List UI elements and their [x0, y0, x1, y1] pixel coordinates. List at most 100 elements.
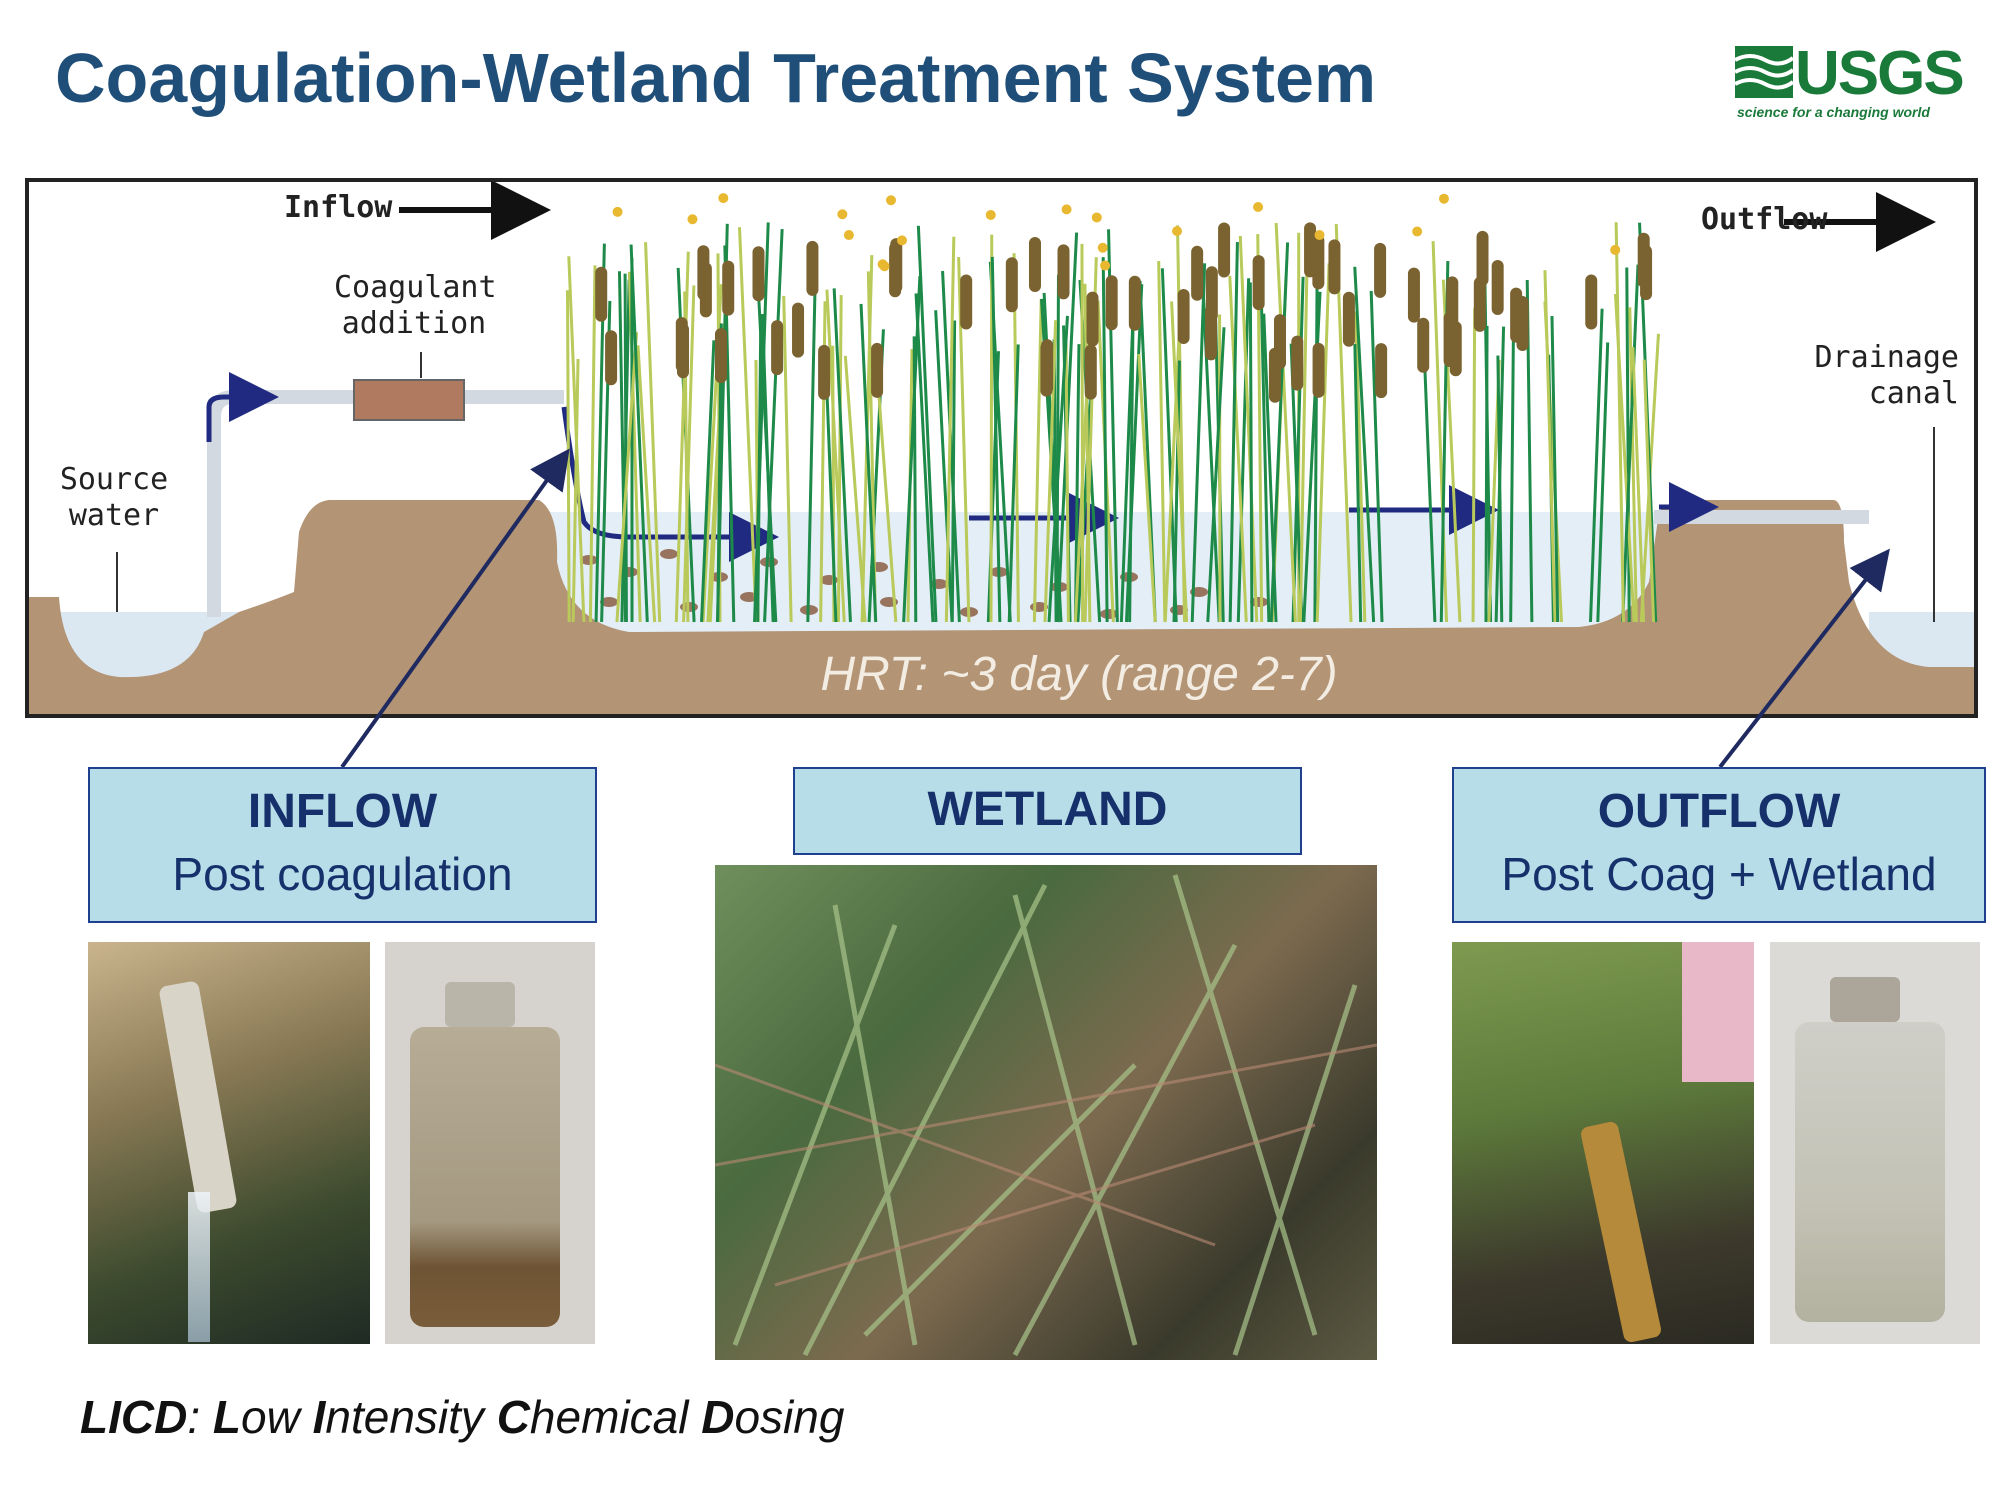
reed-stem — [1259, 273, 1271, 623]
reed-stem — [1101, 257, 1109, 623]
reed-stem — [1625, 267, 1631, 623]
cattail-head — [752, 246, 765, 302]
reed-stem — [1291, 276, 1305, 623]
reed-stem — [1353, 344, 1363, 623]
reed-flower — [1061, 204, 1072, 215]
cattail-head — [1252, 255, 1265, 311]
reed-stem — [950, 320, 957, 623]
reed-stem — [1228, 275, 1248, 623]
reed-stem — [1007, 344, 1020, 623]
cattail-head — [1417, 317, 1430, 373]
reed-stem — [623, 273, 628, 623]
wetland-box: WETLAND — [793, 767, 1302, 855]
cattail-head — [1005, 257, 1018, 313]
outflow-box: OUTFLOW Post Coag + Wetland — [1452, 767, 1986, 923]
reed-stem — [588, 265, 597, 623]
cattail-head — [1028, 236, 1041, 292]
reed-stem — [1596, 342, 1610, 623]
logo-wordmark: USGS — [1795, 39, 1965, 108]
reed-stem — [1157, 261, 1167, 623]
usgs-wave-icon — [1734, 46, 1795, 98]
cattail-head — [1086, 291, 1099, 347]
inflow-subheading: Post coagulation — [172, 848, 513, 900]
coagulant-hopper — [353, 379, 465, 421]
outflow-sample-bottle-photo — [1770, 942, 1980, 1344]
reed-flower — [1172, 226, 1183, 237]
reed-stem — [1353, 266, 1376, 623]
cattail-head — [676, 323, 689, 379]
reed-flower — [687, 214, 698, 225]
cattail-head — [722, 260, 735, 316]
reed-stem — [914, 293, 935, 623]
reed-stem — [944, 236, 956, 623]
cattail-head — [1273, 314, 1286, 370]
reed-flower — [718, 193, 729, 204]
reed-stem — [1248, 282, 1254, 623]
reed-stem — [644, 242, 662, 623]
reed-stem — [825, 289, 846, 623]
reed-flower — [837, 209, 848, 220]
reed-stem — [843, 355, 867, 623]
reed-flower — [1100, 260, 1111, 271]
reed-stem — [700, 340, 716, 623]
inflow-label: Inflow — [284, 190, 393, 225]
cattail-head — [1040, 341, 1053, 397]
cattail-head — [595, 266, 608, 322]
reed-stem — [989, 234, 994, 623]
cattail-head — [871, 342, 884, 398]
reed-stem — [1238, 235, 1259, 623]
wetland-grass-pattern — [715, 874, 1377, 1357]
reed-stem — [629, 244, 649, 623]
inflow-box: INFLOW Post coagulation — [88, 767, 597, 923]
cattail-head — [806, 240, 819, 296]
reed-stem — [1313, 244, 1319, 623]
cattail-head — [1291, 335, 1304, 391]
reed-stem — [682, 285, 696, 623]
reed-stem — [934, 310, 954, 623]
reed-flower — [1412, 226, 1423, 237]
hrt-label: HRT: ~3 day (range 2-7) — [820, 648, 1338, 701]
reed-flower — [1610, 244, 1621, 255]
reed-stem — [990, 256, 1002, 623]
reed-stem — [1621, 264, 1640, 623]
outflow-pipe-photo — [1452, 942, 1754, 1344]
reed-stem — [1236, 278, 1251, 623]
reed-stem — [1369, 290, 1384, 623]
cattail-head — [960, 274, 973, 330]
wetland-heading: WETLAND — [927, 783, 1168, 836]
reed-flower — [879, 261, 890, 272]
reed-stem — [1471, 307, 1477, 623]
cattail-head — [1374, 242, 1387, 298]
reed-stem — [1190, 263, 1207, 623]
reed-stem — [1274, 223, 1297, 623]
outflow-subheading: Post Coag + Wetland — [1501, 848, 1937, 900]
reed-flower — [612, 206, 623, 217]
cattail-head — [1105, 275, 1118, 331]
reed-stem — [782, 295, 793, 623]
cattail-head — [1375, 343, 1388, 399]
cattail-head — [1328, 239, 1341, 295]
reed-flower — [1091, 212, 1102, 223]
reed-stem — [836, 295, 843, 623]
reed-stem — [1064, 342, 1070, 623]
cattail-head — [1473, 276, 1486, 332]
slide-title: Coagulation-Wetland Treatment System — [55, 39, 1377, 117]
cattail-head — [1510, 287, 1523, 343]
reed-stem — [1484, 326, 1489, 623]
cattail-head — [818, 344, 831, 400]
cattail-head — [1218, 222, 1231, 278]
cattail-head — [1342, 291, 1355, 347]
reed-stem — [1206, 327, 1226, 623]
reed-stem — [1642, 359, 1656, 623]
outflow-label: Outflow — [1701, 202, 1828, 237]
reed-stem — [1047, 315, 1069, 623]
cattail-head — [1585, 274, 1598, 330]
usgs-logo: USGS science for a changing world — [1734, 38, 1970, 128]
reed-stem — [1550, 316, 1560, 623]
reed-stem — [571, 358, 580, 623]
licd-definition: LICD: Low Intensity Chemical Dosing — [80, 1391, 845, 1443]
reed-stem — [1043, 320, 1058, 623]
reed-stem — [1628, 307, 1638, 623]
reed-stem — [806, 277, 817, 623]
